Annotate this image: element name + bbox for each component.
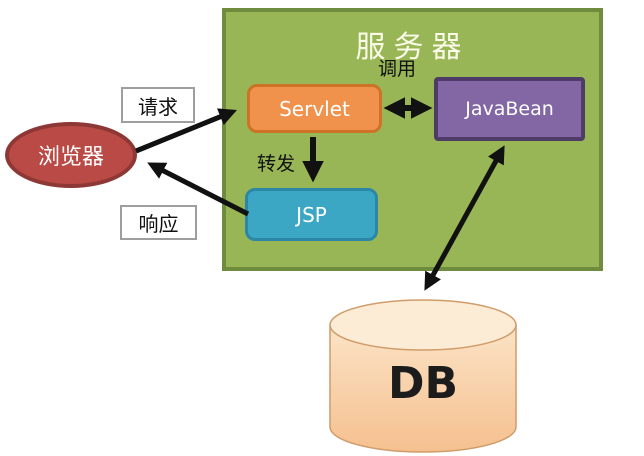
db-node-label: DB	[387, 358, 459, 409]
javabean-node: JavaBean	[434, 77, 585, 141]
response-edge-label-box: 响应	[120, 205, 197, 240]
browser-node: 浏览器	[5, 122, 137, 188]
jsp-node: JSP	[245, 188, 378, 241]
db-cylinder-shape	[329, 299, 517, 453]
server-title: 服务器	[355, 30, 470, 65]
jsp-node-label: JSP	[296, 202, 327, 227]
servlet-node-label: Servlet	[279, 96, 350, 121]
call-edge-label: 调用	[378, 58, 417, 80]
forward-edge-label: 转发	[257, 153, 296, 175]
javabean-node-label: JavaBean	[465, 98, 554, 120]
browser-node-label: 浏览器	[37, 145, 104, 170]
db-node: DB	[328, 298, 518, 456]
request-edge-label-box: 请求	[121, 87, 195, 123]
servlet-node: Servlet	[247, 84, 382, 133]
